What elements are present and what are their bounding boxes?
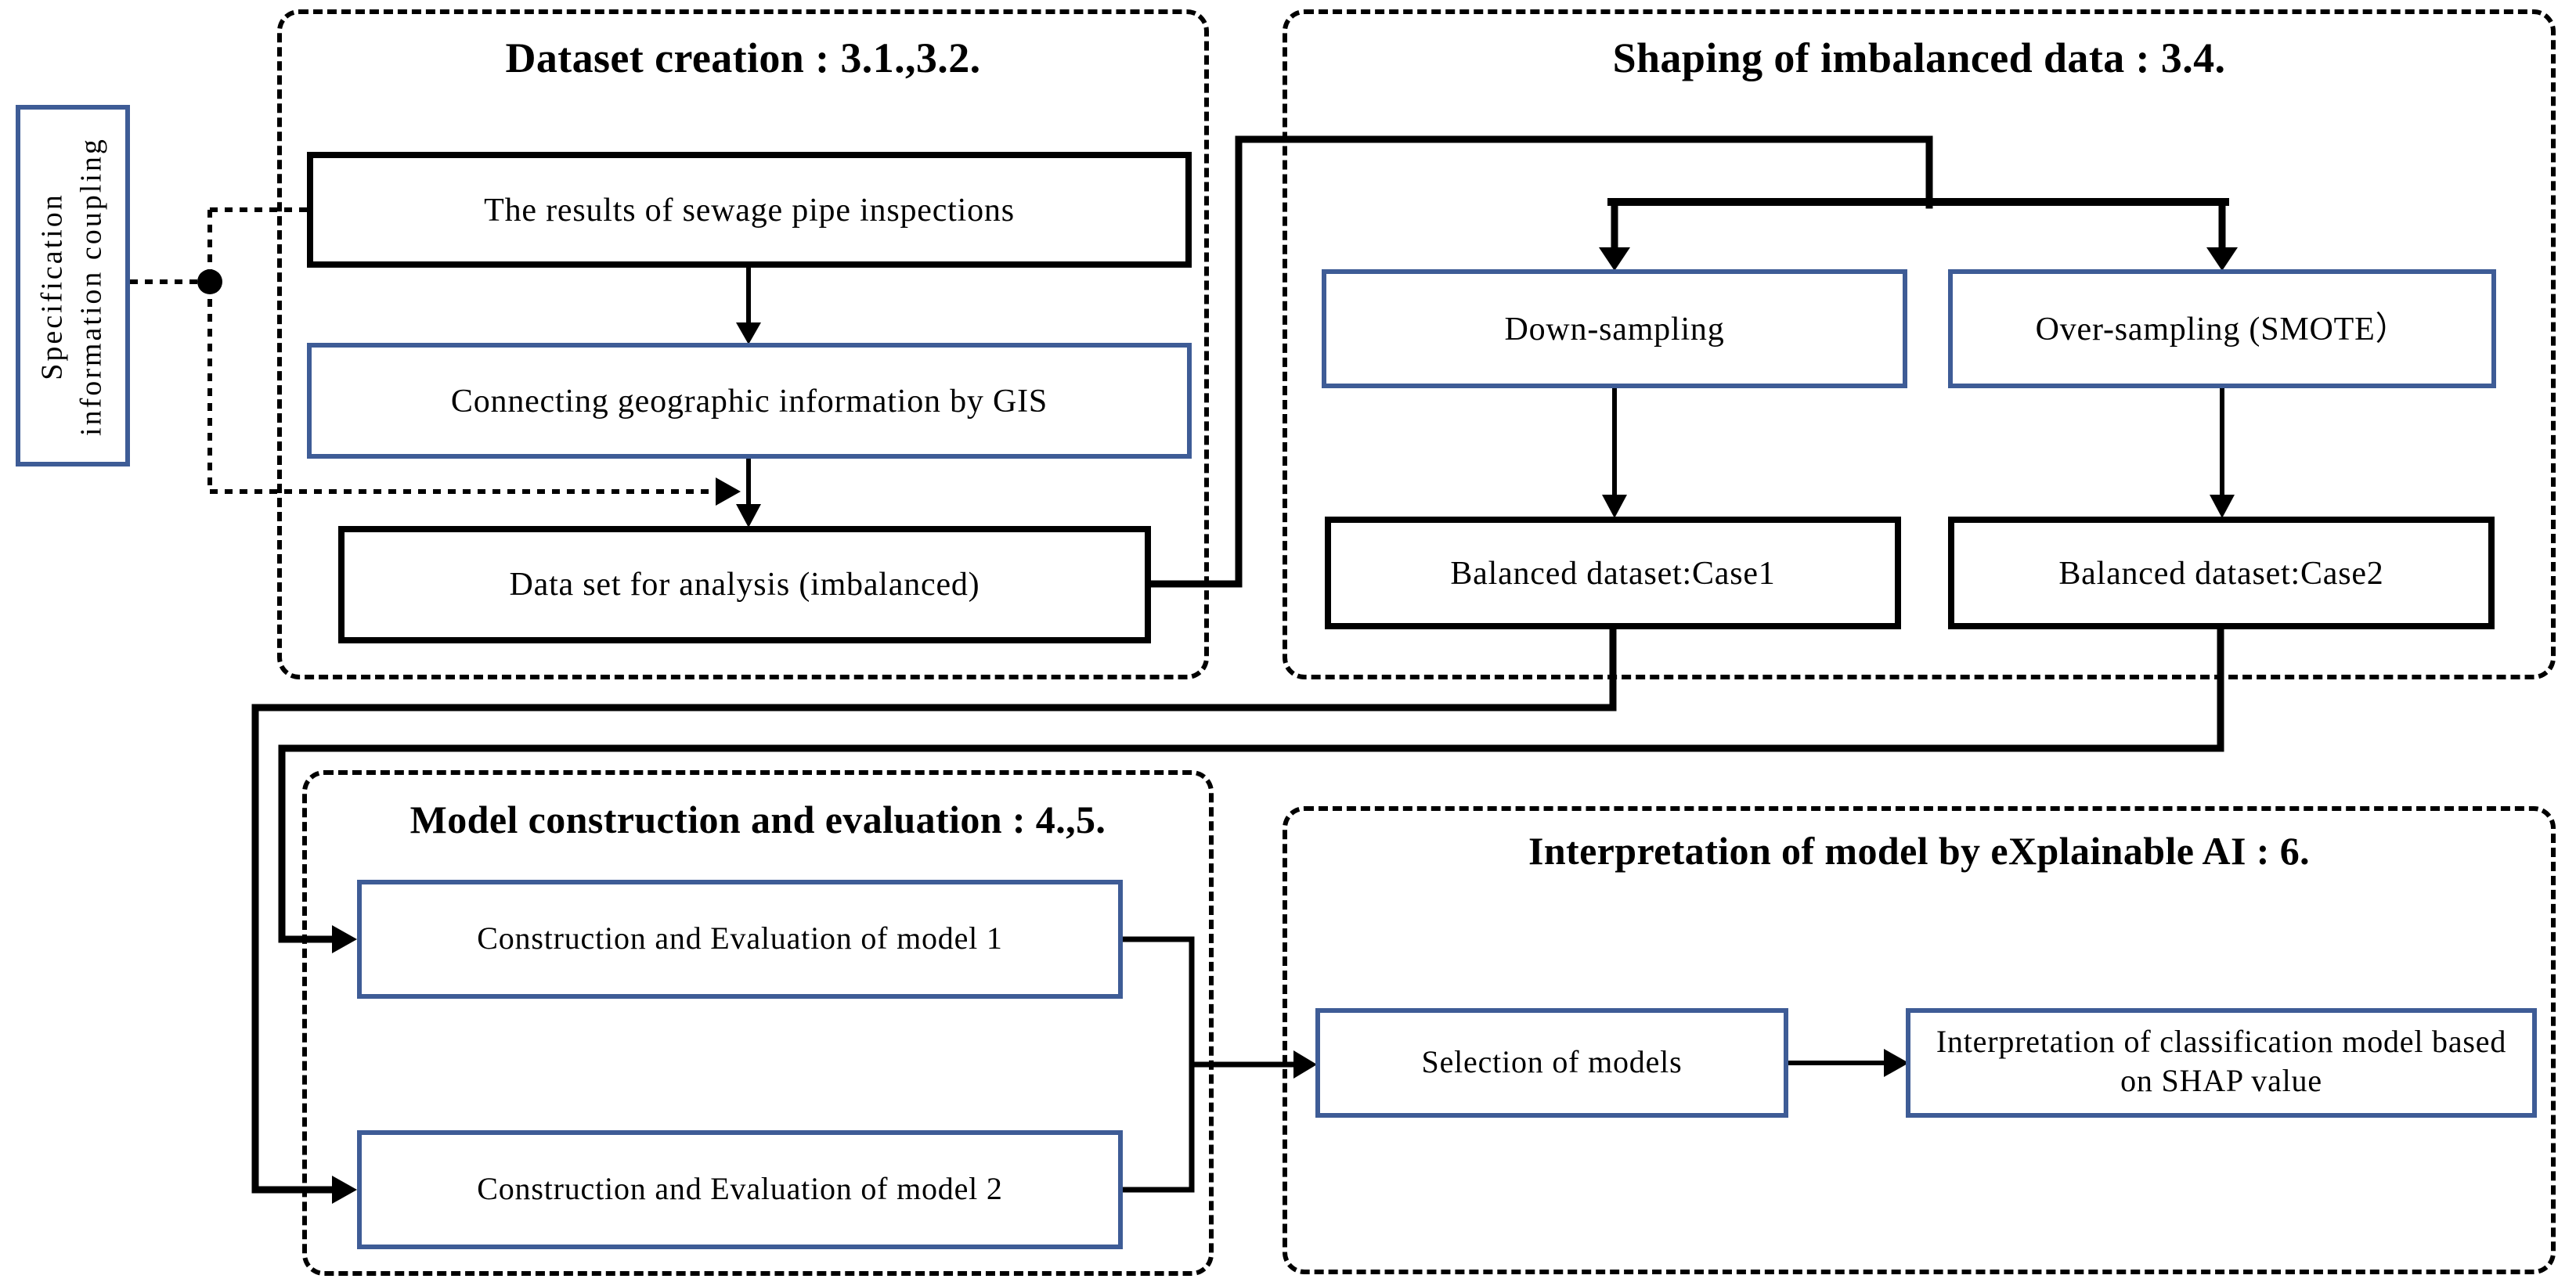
node-model1: Construction and Evaluation of model 1 [357,880,1123,999]
node-balanced-case1: Balanced dataset:Case1 [1325,517,1901,629]
node-label: Data set for analysis (imbalanced) [509,565,980,603]
node-selection-of-models: Selection of models [1315,1008,1788,1118]
node-label: Construction and Evaluation of model 1 [477,921,1003,956]
arrow-oversampling-to-case2 [2210,388,2235,518]
route-case2-to-model1 [278,625,2224,953]
node-shap-interpretation: Interpretation of classification model b… [1906,1008,2537,1118]
arrow-inspections-to-gis [736,268,761,344]
section-shaping-imbalanced-data [1283,9,2556,679]
arrow-selection-to-shap [1788,1049,1909,1077]
node-connecting-gis: Connecting geographic information by GIS [307,343,1192,459]
dotted-arrowhead [716,477,741,506]
node-label: The results of sewage pipe inspections [484,190,1015,229]
node-down-sampling: Down-sampling [1322,269,1907,388]
specification-coupling-label: Specification information coupling [34,98,112,474]
node-label: Balanced dataset:Case1 [1450,553,1776,592]
section-interpretation-xai [1283,806,2556,1274]
section-title-dataset-creation: Dataset creation : 3.1.,3.2. [505,34,981,81]
dotted-connector-specification-coupling [130,207,741,506]
node-label: Connecting geographic information by GIS [450,381,1048,420]
node-label: Over-sampling (SMOTE） [2035,309,2409,348]
node-label: Construction and Evaluation of model 2 [477,1172,1003,1206]
node-dataset-for-analysis: Data set for analysis (imbalanced) [338,526,1151,643]
node-balanced-case2: Balanced dataset:Case2 [1948,517,2495,629]
node-model2: Construction and Evaluation of model 2 [357,1130,1123,1249]
node-sewage-inspections: The results of sewage pipe inspections [307,152,1192,268]
note-line-2: information coupling [74,136,107,435]
junction-dot [197,269,222,294]
section-title-model-construction: Model construction and evaluation : 4.,5… [409,800,1106,842]
node-label: Down-sampling [1504,309,1725,348]
note-line-1: Specification [35,192,69,380]
section-title-interpretation: Interpretation of model by eXplainable A… [1528,831,2311,874]
route-models-to-selection [1123,936,1317,1193]
arrow-gis-to-dataset [736,459,761,528]
arrow-downsampling-to-case1 [1602,388,1627,518]
section-dataset-creation [277,9,1209,679]
specification-coupling-note: Specification information coupling [16,105,130,466]
route-case1-to-model2 [251,625,1617,1204]
node-label: Interpretation of classification model b… [1936,1025,2507,1099]
route-dataset-to-shaping [1147,135,2238,588]
section-title-shaping: Shaping of imbalanced data : 3.4. [1612,34,2226,81]
section-model-construction [302,770,1214,1276]
node-label: Selection of models [1421,1045,1683,1079]
node-label: Balanced dataset:Case2 [2058,553,2384,592]
node-over-sampling: Over-sampling (SMOTE） [1948,269,2496,388]
